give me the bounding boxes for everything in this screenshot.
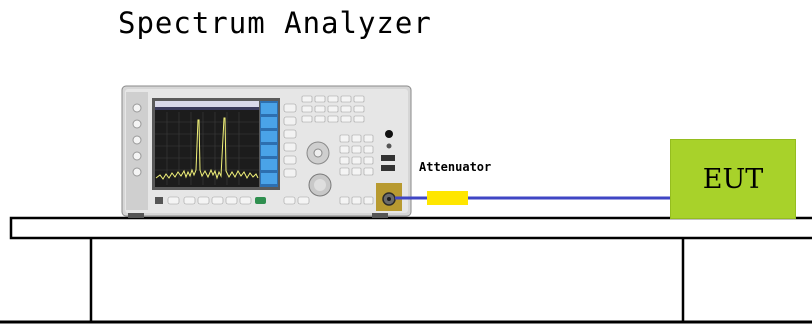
bench-top [9,216,812,240]
eut-label: EUT [702,163,764,195]
spectrum-trace [155,117,259,180]
attenuator-block [427,191,468,205]
bench [0,216,812,324]
eut-box: EUT [670,139,796,219]
spectrum-analyzer-device [121,85,412,218]
attenuator-label: Attenuator [419,160,492,174]
diagram-title: Spectrum Analyzer [118,6,432,40]
